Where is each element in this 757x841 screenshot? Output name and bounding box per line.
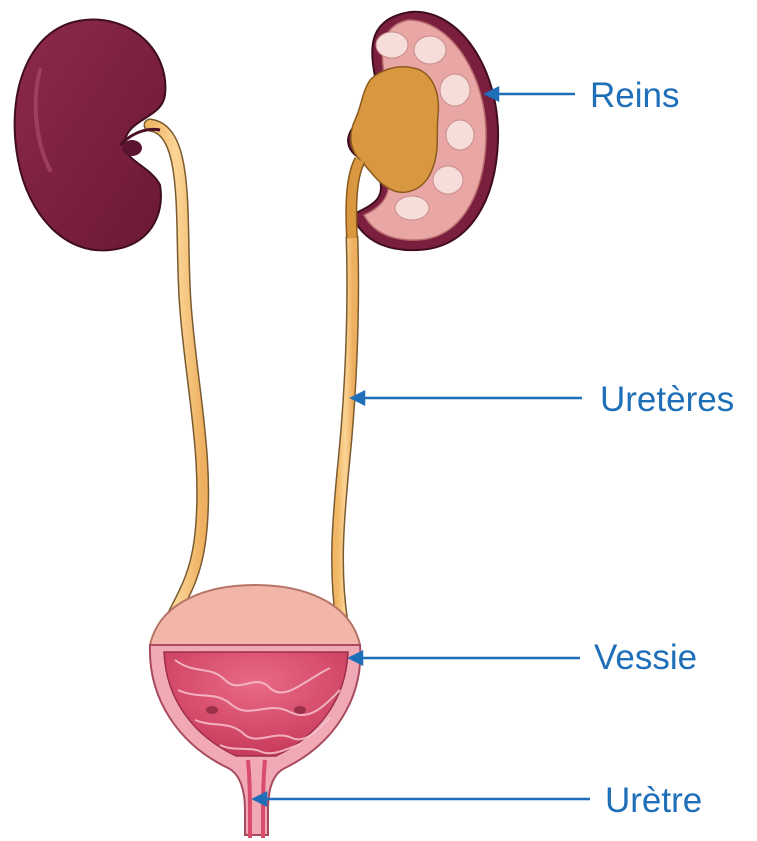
left-ureteral-orifice <box>206 706 218 714</box>
right-ureteral-orifice <box>294 706 306 714</box>
label-ureteres: Uretères <box>600 380 734 420</box>
left-kidney <box>15 20 166 251</box>
label-reins: Reins <box>590 76 679 116</box>
label-vessie: Vessie <box>594 638 697 678</box>
right-kidney <box>348 12 498 250</box>
label-uretre: Urètre <box>605 781 702 821</box>
right-ureter <box>338 238 353 622</box>
